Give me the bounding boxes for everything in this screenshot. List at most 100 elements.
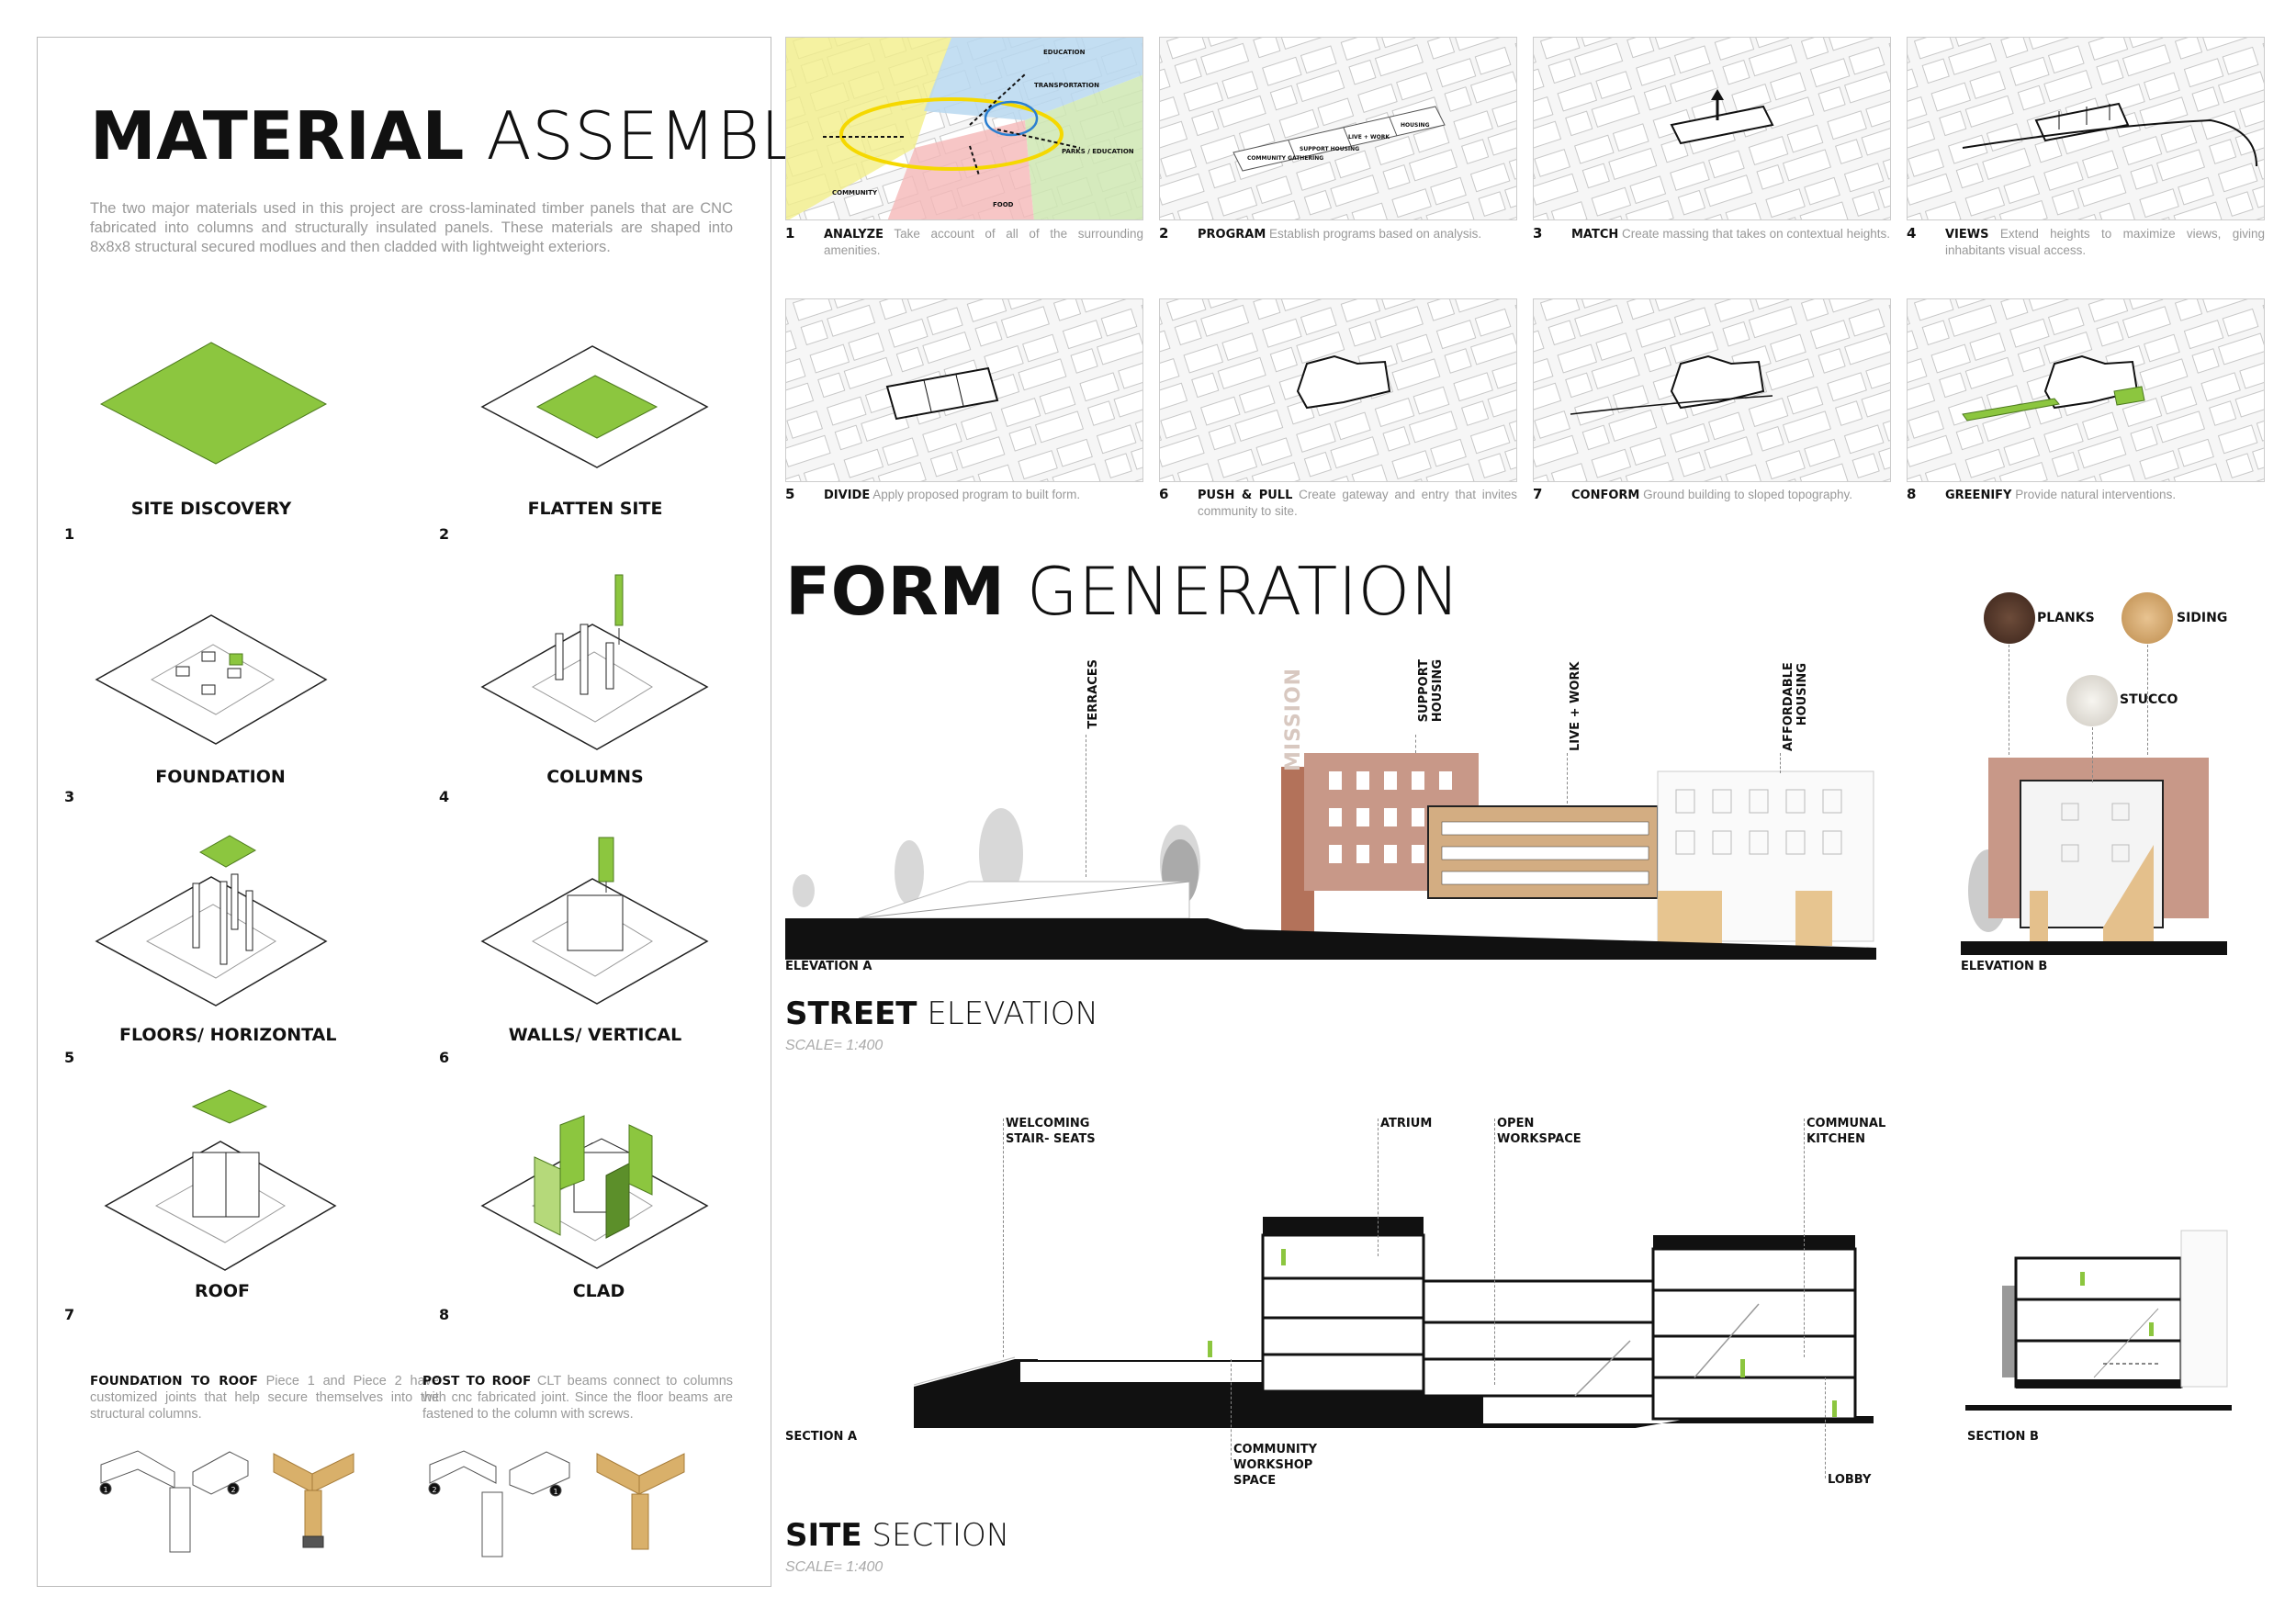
step-number: 1 <box>64 525 75 543</box>
floors-horizontal-diagram <box>95 835 328 1006</box>
step-number: 5 <box>64 1049 75 1066</box>
site-section-title: SITE SECTION <box>785 1520 1009 1551</box>
title-light: ELEVATION <box>927 995 1098 1032</box>
step-text: Create massing that takes on contextual … <box>1622 227 1890 241</box>
title-light: SECTION <box>872 1517 1010 1554</box>
step-title: PUSH & PULL <box>1198 489 1293 502</box>
step-number: 7 <box>64 1306 75 1323</box>
leader-line <box>2092 727 2094 782</box>
joint-marker: 2 <box>231 1486 235 1494</box>
elevation-tag: AFFORDABLE HOUSING <box>1782 662 1809 751</box>
step-number: 8 <box>439 1306 450 1323</box>
material-intro: The two major materials used in this pro… <box>90 200 733 255</box>
joint-description: POST TO ROOF CLT beams connect to column… <box>422 1373 733 1422</box>
step-number: 5 <box>785 486 795 502</box>
step-text: Ground building to sloped topography. <box>1643 488 1853 501</box>
joint-drawings: 1 2 2 1 <box>99 1450 685 1557</box>
step-text: Take account of all of the surrounding a… <box>824 227 1143 257</box>
elevation-scale: SCALE= 1:400 <box>785 1038 884 1053</box>
step-title: MATCH <box>1571 228 1619 242</box>
joint-text: Piece 1 and Piece 2 have customized join… <box>90 1374 439 1422</box>
section-a-label: SECTION A <box>785 1430 858 1444</box>
form-step-7-conform-map <box>1533 298 1891 482</box>
leader-line <box>1567 753 1569 804</box>
material-label: PLANKS <box>2037 611 2095 625</box>
section-b-label: SECTION B <box>1967 1430 2039 1444</box>
elevation-tag: SUPPORT HOUSING <box>1417 659 1445 723</box>
step-title: DIVIDE <box>824 489 871 502</box>
joint-title: POST TO ROOF <box>422 1374 532 1389</box>
step-number: 7 <box>1533 486 1543 502</box>
step-title: VIEWS <box>1945 228 1989 242</box>
form-step-4-views-map <box>1907 37 2265 220</box>
step-label: ROOF <box>195 1281 250 1301</box>
form-generation-title: FORM GENERATION <box>785 558 1460 624</box>
elevation-b-label: ELEVATION B <box>1961 960 2048 973</box>
leader-line <box>1086 735 1087 877</box>
step-number: 3 <box>1533 225 1543 242</box>
form-step-1-analyze-map: EDUCATION TRANSPORTATION PARKS / EDUCATI… <box>785 37 1143 220</box>
map-label: FOOD <box>993 201 1014 208</box>
step-number: 2 <box>439 525 450 543</box>
flatten-site-diagram <box>480 345 709 468</box>
title-bold: FORM <box>785 553 1006 630</box>
map-label: PARKS / EDUCATION <box>1062 148 1134 155</box>
street-elevation-title: STREET ELEVATION <box>785 998 1098 1029</box>
form-step-caption: 5 DIVIDE Apply proposed program to built… <box>785 487 1143 503</box>
workspace-label: OPEN WORKSPACE <box>1497 1117 1581 1146</box>
leader-line <box>1231 1359 1232 1460</box>
step-number: 6 <box>439 1049 450 1066</box>
atrium-label: ATRIUM <box>1380 1117 1433 1130</box>
step-text: Create gateway and entry that invites co… <box>1198 488 1517 518</box>
exploded-joint-2 <box>428 1450 570 1557</box>
planks-swatch <box>1984 592 2035 644</box>
elevation-b-drawing <box>1961 758 2227 955</box>
assembled-joint-1 <box>273 1453 355 1548</box>
walls-vertical-diagram <box>480 837 709 1005</box>
form-step-caption: 1 ANALYZE Take account of all of the sur… <box>785 226 1143 258</box>
program-label: HOUSING <box>1401 122 1430 129</box>
leader-line <box>1494 1119 1496 1385</box>
leader-line <box>2009 645 2010 755</box>
title-bold: STREET <box>785 995 917 1032</box>
step-text: Extend heights to maximize views, giving… <box>1945 227 2265 257</box>
form-step-8-greenify-map <box>1907 298 2265 482</box>
joint-title: FOUNDATION TO ROOF <box>90 1374 258 1389</box>
assembled-joint-2 <box>596 1453 685 1550</box>
roof-diagram <box>104 1089 337 1271</box>
elevation-tag: LIVE + WORK <box>1569 661 1582 751</box>
form-step-caption: 6 PUSH & PULL Create gateway and entry t… <box>1159 487 1517 519</box>
program-label: COMMUNITY GATHERING <box>1247 155 1324 162</box>
exploded-joint-1 <box>99 1450 249 1553</box>
step-number: 8 <box>1907 486 1917 502</box>
title-light: GENERATION <box>1026 553 1461 630</box>
leader-line <box>1780 753 1782 773</box>
elevation-tag: TERRACES <box>1086 659 1100 729</box>
step-text: Provide natural interventions. <box>2015 488 2177 501</box>
form-step-6-push-pull-map <box>1159 298 1517 482</box>
leader-line <box>2147 645 2149 755</box>
step-title: GREENIFY <box>1945 489 2012 502</box>
lobby-label: LOBBY <box>1828 1473 1872 1487</box>
material-label: STUCCO <box>2120 692 2178 707</box>
step-label: FLOORS/ HORIZONTAL <box>119 1025 337 1045</box>
leader-line <box>1825 1377 1827 1478</box>
section-b-drawing <box>1965 1230 2232 1411</box>
step-title: PROGRAM <box>1198 228 1266 242</box>
stairs-label: WELCOMING STAIR- SEATS <box>1006 1117 1096 1146</box>
step-label: FOUNDATION <box>155 767 286 787</box>
section-a-drawing <box>914 1217 1874 1428</box>
site-discovery-diagram <box>99 342 328 465</box>
step-number: 6 <box>1159 486 1169 502</box>
kitchen-label: COMMUNAL KITCHEN <box>1806 1117 1886 1146</box>
joint-marker: 2 <box>432 1486 436 1494</box>
form-step-2-program-map: COMMUNITY GATHERING SUPPORT HOUSING LIVE… <box>1159 37 1517 220</box>
step-label: SITE DISCOVERY <box>130 499 292 519</box>
joint-description: FOUNDATION TO ROOF Piece 1 and Piece 2 h… <box>90 1373 439 1422</box>
form-step-caption: 3 MATCH Create massing that takes on con… <box>1533 226 1891 242</box>
step-text: Apply proposed program to built form. <box>872 488 1081 501</box>
step-title: CONFORM <box>1571 489 1640 502</box>
leader-line <box>1804 1119 1806 1357</box>
step-title: ANALYZE <box>824 228 884 242</box>
leader-line <box>1003 1119 1005 1357</box>
